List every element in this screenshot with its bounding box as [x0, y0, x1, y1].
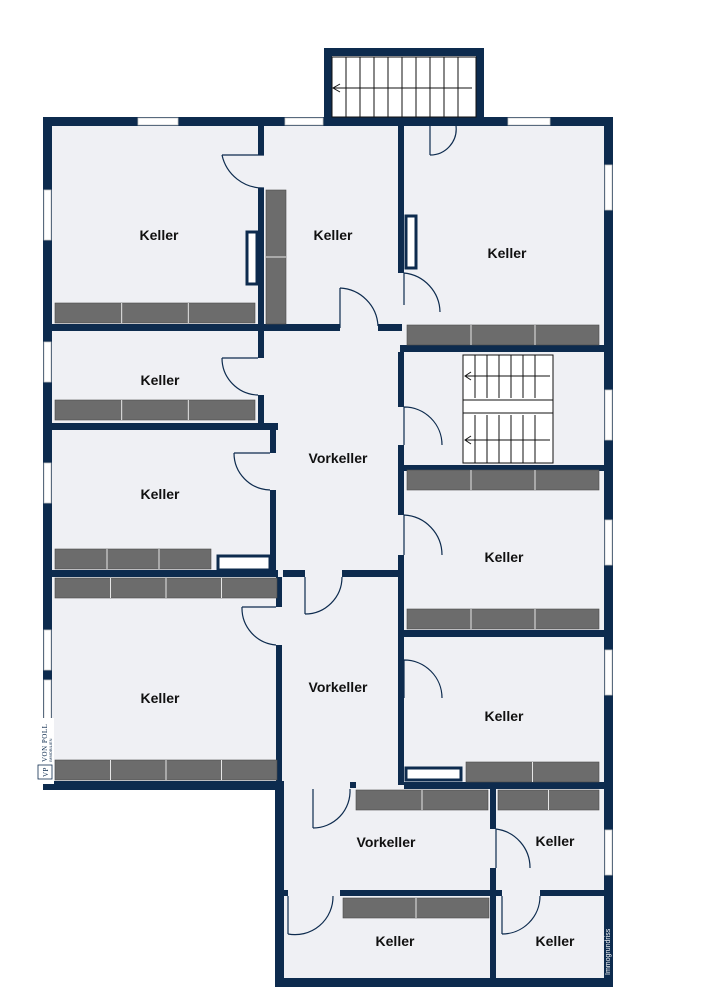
room-label-keller-2: Keller: [314, 227, 353, 243]
shelf-unit: [406, 469, 600, 491]
staircase-middle: [462, 354, 554, 464]
watermark-text: Immogrundriss: [605, 928, 612, 975]
floor-area: [47, 53, 609, 983]
room-label-keller-1: Keller: [140, 227, 179, 243]
room-label-keller-4: Keller: [141, 372, 180, 388]
interior-walls: [48, 123, 605, 983]
windows: [43, 117, 613, 876]
room-label-vorkeller-2: Vorkeller: [309, 679, 368, 695]
room-label-keller-3: Keller: [488, 245, 527, 261]
shelf-unit: [54, 302, 256, 324]
room-label-vorkeller-3: Vorkeller: [357, 834, 416, 850]
logo-subtitle: IMMOBILIEN: [48, 738, 53, 762]
room-label-keller-5: Keller: [141, 486, 180, 502]
room-label-keller-7: Keller: [141, 690, 180, 706]
room-label-keller-11: Keller: [536, 933, 575, 949]
room-label-vorkeller-1: Vorkeller: [309, 450, 368, 466]
doors: [221, 124, 541, 936]
shelves: [54, 189, 600, 919]
shelf-unit: [406, 608, 600, 630]
room-label-keller-9: Keller: [536, 833, 575, 849]
room-labels: Keller Keller Keller Keller Vorkeller Ke…: [140, 227, 575, 949]
shelf-unit: [406, 324, 600, 346]
shelf-unit: [54, 548, 212, 570]
logo-name: VON POLL: [41, 724, 49, 762]
shelf-unit: [54, 399, 256, 421]
staircase-top: [331, 56, 477, 118]
brand-logo: VP VON POLL IMMOBILIEN: [36, 718, 54, 784]
room-label-keller-10: Keller: [376, 933, 415, 949]
logo-monogram: VP: [42, 767, 50, 777]
room-label-keller-8: Keller: [485, 708, 524, 724]
room-label-keller-6: Keller: [485, 549, 524, 565]
